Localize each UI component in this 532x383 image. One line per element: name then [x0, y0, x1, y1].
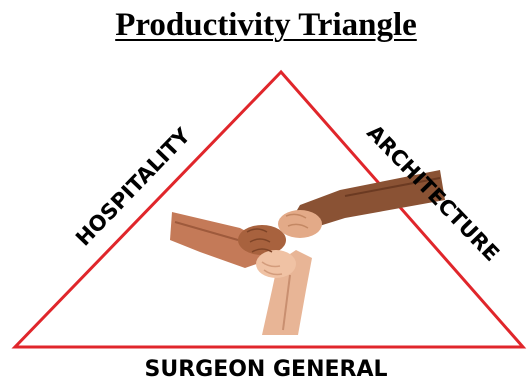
- base-side-label: SURGEON GENERAL: [144, 357, 387, 382]
- three-joined-hands-image: [170, 170, 445, 335]
